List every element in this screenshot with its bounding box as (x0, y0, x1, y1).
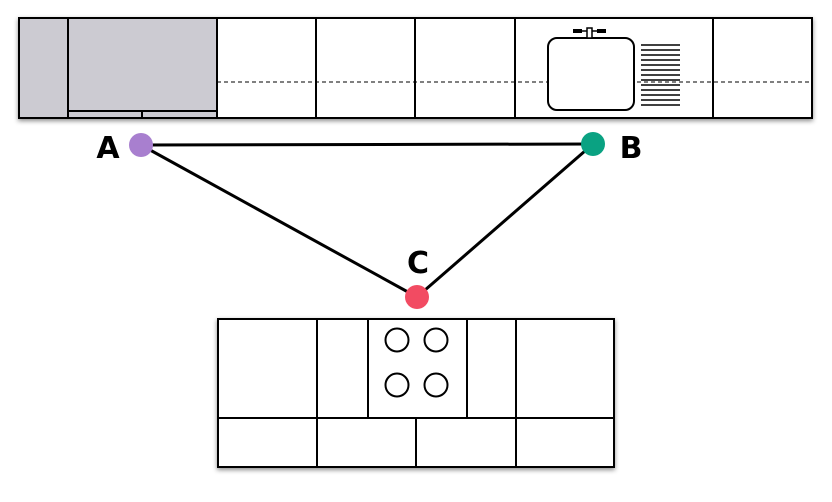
point-b-marker (581, 132, 605, 156)
edge-c-a (140, 143, 418, 299)
point-c-label: C (407, 246, 429, 281)
edge-b-c (416, 142, 594, 299)
dish-rack-icon (641, 44, 680, 106)
point-a-marker (129, 133, 153, 157)
point-a-label: A (96, 131, 120, 166)
triangle-points: A B C (96, 131, 642, 309)
triangle-edges (140, 142, 594, 299)
cooktop-icon (384, 327, 449, 398)
top-counter-details (18, 17, 812, 119)
fridge-icon (18, 17, 218, 119)
edge-a-b (140, 142, 594, 147)
island-details (218, 319, 614, 467)
sink-icon (547, 27, 635, 111)
point-c-marker (405, 285, 429, 309)
point-b-label: B (620, 131, 643, 166)
